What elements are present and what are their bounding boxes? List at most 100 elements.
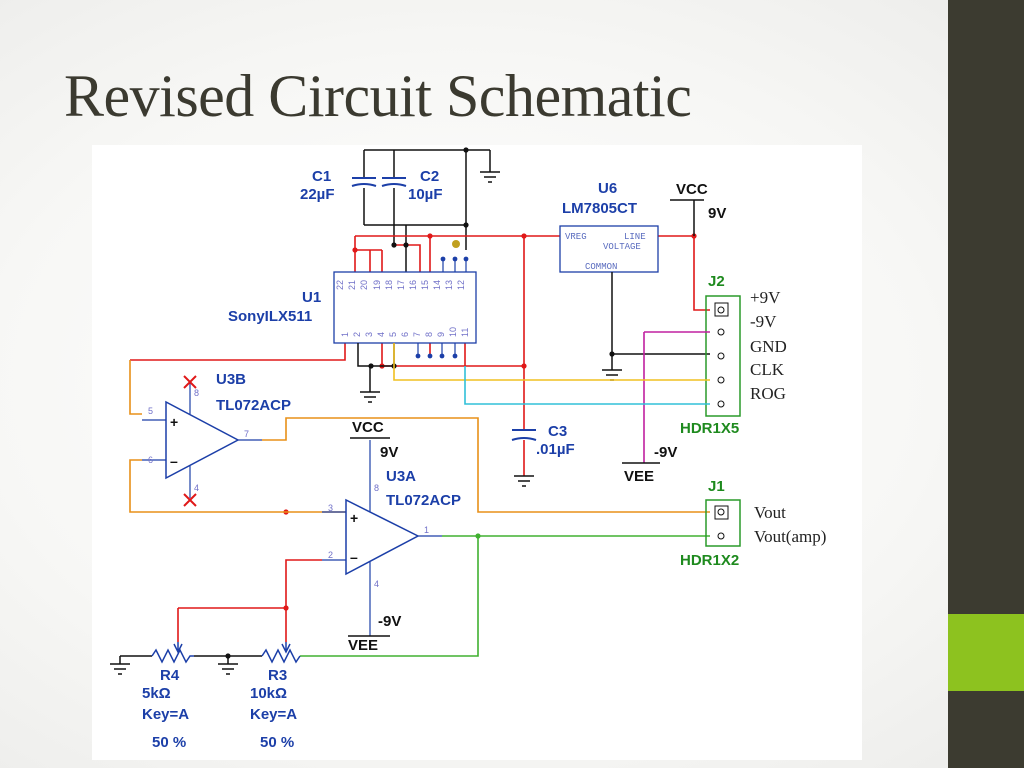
cyan-rog-wire <box>464 366 710 405</box>
c3-value: .01µF <box>536 441 575 458</box>
r4-wiper-arrow <box>173 642 183 654</box>
u3a-pin1: 1 <box>424 525 429 535</box>
u3b-nc-marks <box>183 375 197 507</box>
u3a-minus: – <box>350 549 358 565</box>
u6-line: LINE <box>624 232 646 242</box>
v9-mid-label: 9V <box>380 444 398 461</box>
j1-body <box>705 499 741 547</box>
svg-text:10: 10 <box>448 327 458 337</box>
u1-body <box>333 271 477 344</box>
probe-icon <box>452 240 460 248</box>
j2-ref: J2 <box>708 273 725 290</box>
u6-voltage: VOLTAGE <box>603 242 641 252</box>
junction-dots <box>368 147 615 369</box>
svg-text:15: 15 <box>420 280 430 290</box>
u1-ground-wiring <box>357 343 395 403</box>
svg-text:1: 1 <box>340 332 350 337</box>
svg-text:5: 5 <box>388 332 398 337</box>
u3b-pin5: 5 <box>148 406 153 416</box>
m9-mid-label: -9V <box>378 613 401 630</box>
j1-pin1-square <box>714 505 729 520</box>
svg-text:20: 20 <box>359 280 369 290</box>
svg-text:9: 9 <box>436 332 446 337</box>
r4-setting: 50 % <box>152 734 186 751</box>
svg-text:12: 12 <box>456 280 466 290</box>
j2-pin1-square <box>714 302 729 317</box>
r4-ref: R4 <box>160 667 180 684</box>
u6-part: LM7805CT <box>562 200 637 217</box>
u3a-pin4: 4 <box>374 579 379 589</box>
r3-value: 10kΩ <box>250 685 287 702</box>
u6-ref: U6 <box>598 180 617 197</box>
j1-pins <box>717 508 725 540</box>
j2-body <box>705 295 741 417</box>
u3a-pin3: 3 <box>328 503 333 513</box>
u1-bottom-pins: 1 2 3 4 5 6 7 8 9 10 11 <box>340 327 470 337</box>
r3-setting: 50 % <box>260 734 294 751</box>
r4-value: 5kΩ <box>142 685 171 702</box>
j2-pin-label-2: -9V <box>750 312 777 331</box>
u3a-pins <box>322 440 442 636</box>
j1-ref: J1 <box>708 478 725 495</box>
u1-nc-stubs <box>417 259 467 356</box>
svg-text:6: 6 <box>400 332 410 337</box>
orange-buffer-wire <box>129 360 710 513</box>
u3a-triangle <box>345 498 420 576</box>
svg-text:3: 3 <box>364 332 374 337</box>
vcc-mid-label: VCC <box>352 419 384 436</box>
u3a-ref: U3A <box>386 468 416 485</box>
r3-wiper-arrow <box>281 642 291 654</box>
c1-ref: C1 <box>312 168 331 185</box>
u3b-pin8: 8 <box>194 388 199 398</box>
slide-title: Revised Circuit Schematic <box>64 63 692 129</box>
u6-common: COMMON <box>585 262 617 272</box>
u3b-pin7: 7 <box>244 429 249 439</box>
c3-symbol <box>511 429 537 441</box>
svg-text:17: 17 <box>396 280 406 290</box>
v9-top-label: 9V <box>708 205 726 222</box>
svg-text:11: 11 <box>460 328 470 337</box>
svg-text:2: 2 <box>352 332 362 337</box>
c2-ref: C2 <box>420 168 439 185</box>
schematic-panel <box>92 145 862 760</box>
green-output-wire <box>300 535 710 657</box>
u6-vreg: VREG <box>565 232 587 242</box>
j2-pins <box>717 306 725 408</box>
cap-bank-wiring <box>363 149 500 272</box>
svg-text:7: 7 <box>412 332 422 337</box>
red-feedback-wire <box>177 559 322 642</box>
j1-pin-label-2: Vout(amp) <box>754 527 826 546</box>
r4-zigzag <box>151 648 194 664</box>
u3a-part: TL072ACP <box>386 492 461 509</box>
u3b-pin6: 6 <box>148 455 153 465</box>
c3-ground <box>514 475 534 487</box>
u3a-plus: + <box>350 510 358 526</box>
u1-part: SonyILX511 <box>228 308 312 325</box>
u6-body <box>559 225 659 273</box>
green-junction <box>475 533 481 539</box>
j1-part: HDR1X2 <box>680 552 739 569</box>
u3b-pins <box>142 383 262 498</box>
j2-pin-label-4: CLK <box>750 360 785 379</box>
c3-ref: C3 <box>548 423 567 440</box>
vcc-top-wiring <box>670 199 704 236</box>
vee-mid-label: VEE <box>348 637 378 654</box>
u3b-triangle <box>165 400 240 480</box>
r3-ref: R3 <box>268 667 287 684</box>
u3b-minus: – <box>170 453 178 469</box>
u3a-pin2: 2 <box>328 550 333 560</box>
svg-text:21: 21 <box>347 280 357 290</box>
u3a-supply-wiring <box>348 437 390 637</box>
m9-right-label: -9V <box>654 444 677 461</box>
svg-text:13: 13 <box>444 280 454 290</box>
j2-pin-label-1: +9V <box>750 288 781 307</box>
j2-part: HDR1X5 <box>680 420 739 437</box>
svg-text:14: 14 <box>432 280 442 290</box>
pot-junction <box>225 653 231 659</box>
svg-text:22: 22 <box>335 280 345 290</box>
j1-pin-label-1: Vout <box>754 503 786 522</box>
j2-pin-label-3: GND <box>750 337 787 356</box>
yellow-clk-wire <box>393 343 710 381</box>
u1-top-pins: 22 21 20 19 18 17 16 15 14 13 12 <box>335 280 466 290</box>
